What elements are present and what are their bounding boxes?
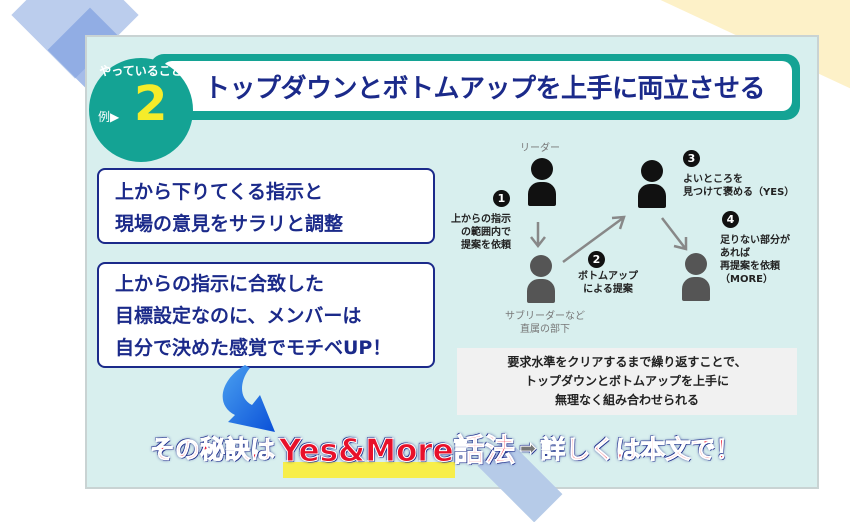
box-line: 上から下りてくる指示と	[115, 181, 324, 203]
step-1-text: 上からの指示の範囲内で提案を依頼	[451, 214, 511, 251]
summary-line: 要求水準をクリアするまで繰り返すことで、	[507, 355, 747, 369]
arrow-right-icon: ➡	[519, 435, 537, 460]
example-number: 2	[134, 76, 168, 132]
summary-line: トップダウンとボトムアップを上手に	[524, 374, 729, 388]
box-line: 現場の意見をサラリと調整	[115, 213, 344, 235]
page-title: トップダウンとボトムアップを上手に両立させる	[204, 73, 766, 104]
step-number-1: 1	[493, 190, 510, 207]
box-line: 上からの指示に合致した	[115, 273, 325, 295]
summary-line: 無理なく組み合わせられる	[554, 393, 699, 407]
subordinate-person-icon	[527, 255, 555, 303]
box-line: 自分で決めた感覚でモチベUP！	[115, 337, 392, 359]
step-number-2: 2	[588, 251, 605, 268]
summary-box: 要求水準をクリアするまで繰り返すことで、 トップダウンとボトムアップを上手に 無…	[457, 348, 797, 415]
step-4-text: 足りない部分があれば再提案を依頼（MORE）	[720, 235, 790, 285]
step-3-text: よいところを見つけて褒める（YES）	[683, 174, 795, 198]
subordinate-label: サブリーダーなど直属の部下	[505, 311, 585, 335]
leader-person-icon	[528, 158, 556, 206]
leader-label: リーダー	[520, 143, 560, 154]
example-badge	[89, 58, 193, 162]
banner-highlight: Yes&More話法	[279, 433, 517, 470]
arrow-down-right-icon	[661, 217, 688, 251]
title-bar: トップダウンとボトムアップを上手に両立させる	[150, 54, 800, 120]
step-number-4: 4	[722, 211, 739, 228]
flow-arrows	[530, 215, 688, 264]
arrow-down-icon	[530, 222, 546, 249]
bottom-banner: その秘訣は Yes&More話法 ➡ 詳しくは本文で！	[149, 425, 741, 470]
banner-text: 詳しくは本文で！	[540, 434, 741, 464]
example-label: 例▶	[98, 110, 120, 124]
point-box-2: 上からの指示に合致した 目標設定なのに、メンバーは 自分で決めた感覚でモチベUP…	[97, 262, 435, 368]
subordinate-person-icon	[682, 253, 710, 301]
point-box-1: 上から下りてくる指示と 現場の意見をサラリと調整	[97, 168, 435, 244]
step-2-text: ボトムアップによる提案	[578, 271, 638, 295]
arrow-up-right-icon	[562, 215, 626, 264]
banner-text: その秘訣は	[149, 434, 276, 464]
highlight-bar	[283, 462, 455, 478]
step-number-3: 3	[683, 150, 700, 167]
curved-arrow-icon	[222, 365, 275, 432]
badge-caption: やっていること	[99, 64, 183, 78]
leader-person-icon	[638, 160, 666, 208]
box-line: 目標設定なのに、メンバーは	[115, 305, 362, 327]
